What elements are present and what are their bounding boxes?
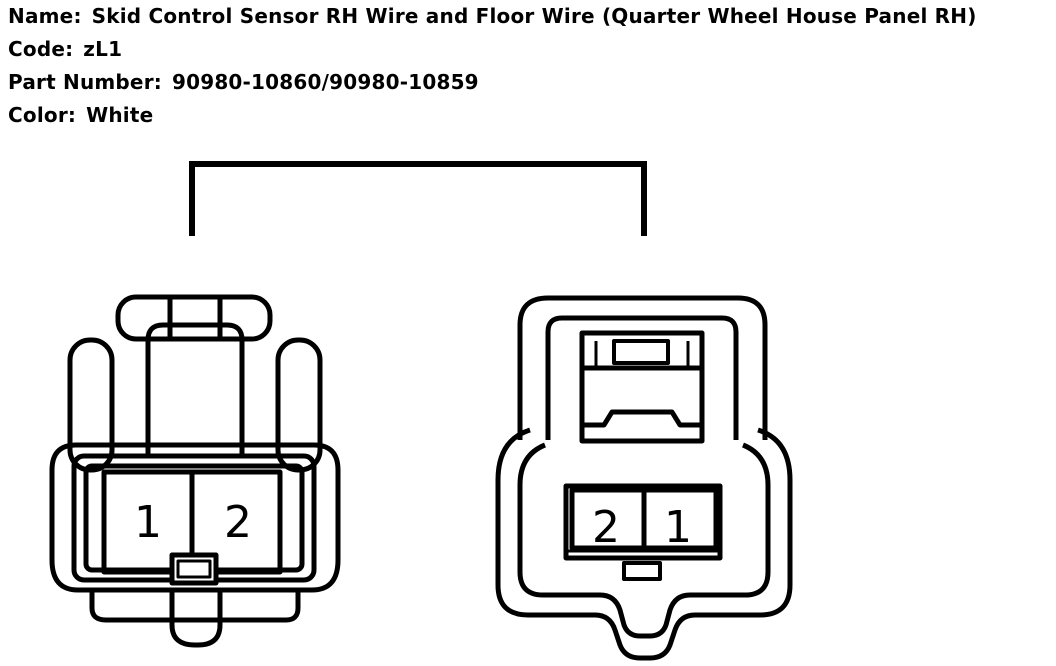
- right-cavity-frame: [563, 483, 723, 561]
- code-label: Code:: [8, 37, 74, 61]
- right-lock-tab: [622, 561, 662, 581]
- right-latch-window: [579, 330, 705, 444]
- right-pin-cavity-2: [641, 487, 719, 551]
- left-body-outer: [49, 442, 341, 593]
- part-number-line: Part Number: 90980-10860/90980-10859: [8, 66, 977, 99]
- name-line: Name: Skid Control Sensor RH Wire and Flo…: [8, 0, 977, 33]
- name-label: Name:: [8, 4, 82, 28]
- code-value: zL1: [83, 37, 123, 61]
- left-center-tower: [145, 322, 245, 455]
- right-body-inner: [517, 442, 771, 639]
- left-fin-right: [275, 337, 323, 473]
- code-line: Code: zL1: [8, 33, 977, 66]
- right-latch-step: [582, 409, 702, 428]
- left-bottom-key: [169, 590, 223, 648]
- left-body-skirt: [89, 590, 301, 623]
- right-connector: [495, 295, 793, 661]
- left-connector: [49, 294, 341, 648]
- connector-info: Name: Skid Control Sensor RH Wire and Flo…: [8, 0, 977, 132]
- color-line: Color: White: [8, 99, 977, 132]
- connection-bracket: [189, 161, 647, 236]
- right-body-outer: [495, 427, 793, 661]
- part-number-value: 90980-10860/90980-10859: [171, 70, 479, 94]
- part-number-label: Part Number:: [8, 70, 162, 94]
- right-pin-label-1: 1: [664, 502, 692, 553]
- name-value: Skid Control Sensor RH Wire and Floor Wi…: [91, 4, 977, 28]
- left-pin-label-2: 2: [224, 497, 252, 548]
- left-latch-top: [115, 294, 273, 342]
- left-fin-left: [67, 337, 115, 473]
- right-top-housing: [517, 295, 768, 440]
- left-pin-cavity-2: [189, 469, 283, 575]
- left-pin-label-1: 1: [134, 497, 162, 548]
- color-label: Color:: [8, 103, 77, 127]
- right-pin-label-2: 2: [592, 502, 620, 553]
- color-value: White: [86, 103, 154, 127]
